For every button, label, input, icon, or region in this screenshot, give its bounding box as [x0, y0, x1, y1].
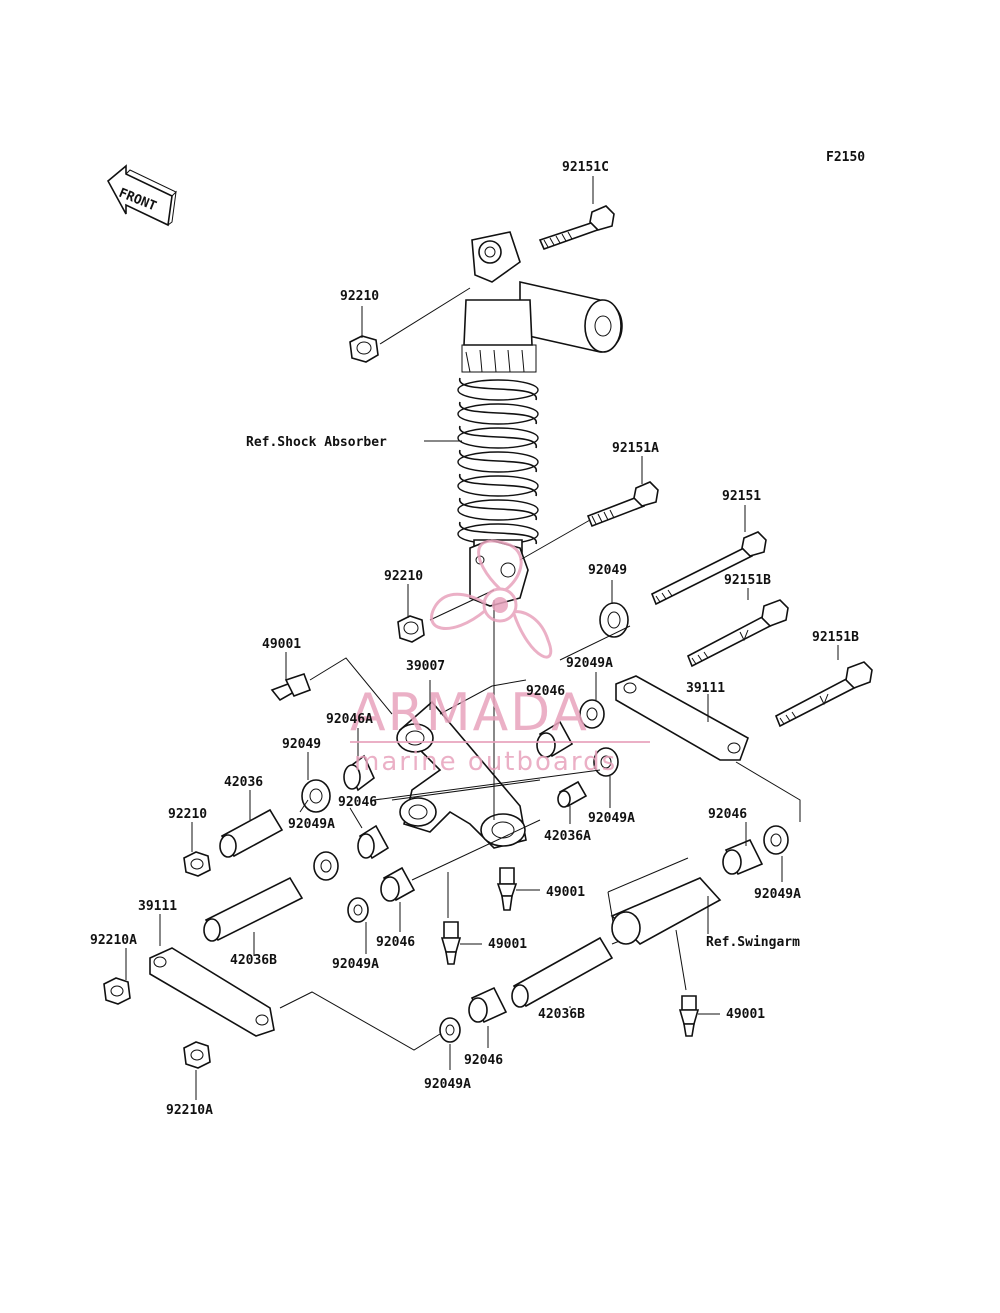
- sleeve-42036b-left: [203, 876, 304, 942]
- figure-code: F2150: [826, 150, 865, 165]
- washer-92049-right: [599, 602, 629, 638]
- washer-92049a-b: [347, 897, 369, 923]
- washer-92049a-right-mid: [593, 747, 619, 777]
- bearing-92046-a: [380, 866, 416, 902]
- ref-shock-absorber-label: Ref.Shock Absorber: [246, 435, 387, 450]
- washer-92049a-far-right: [763, 825, 789, 855]
- part-label: 92046: [708, 807, 747, 822]
- part-label: 92210A: [166, 1103, 213, 1118]
- nut-92210-left: [183, 851, 211, 877]
- nut-92210-mid: [397, 615, 425, 643]
- bearing-92046-mid: [357, 824, 390, 860]
- part-label: 92210: [384, 569, 423, 584]
- part-number-labels: 92151C 92210 92151A 92151 92210 92049 92…: [90, 160, 859, 1118]
- sleeve-42036: [219, 808, 284, 858]
- washer-92049a-bottom: [439, 1017, 461, 1043]
- spring-coil-ring: [457, 451, 539, 473]
- bearing-92046-far-right: [722, 838, 764, 876]
- grease-nipple-49001-c: [440, 921, 462, 965]
- spring-coil: [459, 473, 537, 497]
- part-label: 92151A: [612, 441, 659, 456]
- part-label: 92151: [722, 489, 761, 504]
- spring-coil: [459, 521, 537, 545]
- leader-lines: [125, 176, 839, 1100]
- part-label: 39007: [406, 659, 445, 674]
- sleeve-42036a: [557, 780, 588, 808]
- spring-coil: [459, 497, 537, 521]
- part-label: 49001: [488, 937, 527, 952]
- part-label: 92151B: [724, 573, 771, 588]
- front-arrow-icon: FRONT: [106, 164, 177, 227]
- part-label: 92049A: [288, 817, 335, 832]
- grease-nipple-49001-a: [270, 672, 312, 702]
- bolt-92151b-upper: [686, 599, 789, 668]
- part-label: 49001: [262, 637, 301, 652]
- swingarm: [607, 857, 722, 945]
- part-label: 92049A: [424, 1077, 471, 1092]
- spring-coil: [459, 425, 537, 449]
- spring-coil: [459, 377, 537, 401]
- bearing-92046-bottom: [468, 986, 508, 1024]
- part-label: 49001: [546, 885, 585, 900]
- grease-nipple-49001-b: [496, 867, 518, 911]
- part-label: 92049A: [754, 887, 801, 902]
- part-label: 92046: [526, 684, 565, 699]
- spring-coil-ring: [457, 403, 539, 425]
- part-label: 92046: [464, 1053, 503, 1068]
- propeller-blade-icon: [477, 539, 523, 592]
- part-label: 92046A: [326, 712, 373, 727]
- part-label: 42036B: [230, 953, 277, 968]
- part-label: 42036B: [538, 1007, 585, 1022]
- part-label: 92049A: [332, 957, 379, 972]
- washer-92049a-right-top: [579, 699, 605, 729]
- tie-rod-39111-right: [615, 675, 749, 761]
- part-label: 92046: [338, 795, 377, 810]
- nut-92210a-lower: [183, 1041, 211, 1069]
- spring-coil-ring: [457, 475, 539, 497]
- part-label: 92151B: [812, 630, 859, 645]
- part-label: 92049A: [566, 656, 613, 671]
- part-label: 39111: [138, 899, 177, 914]
- bearing-92046-right-top: [536, 720, 574, 758]
- ref-swingarm-label: Ref.Swingarm: [706, 935, 800, 950]
- spring-coil-ring: [457, 427, 539, 449]
- tie-rod-39111-left: [149, 947, 275, 1037]
- part-label: 92049: [282, 737, 321, 752]
- part-label: 39111: [686, 681, 725, 696]
- spring-coil: [459, 401, 537, 425]
- part-label: 92049A: [588, 811, 635, 826]
- part-label: 42036A: [544, 829, 591, 844]
- washer-92049a-mid: [313, 851, 339, 881]
- watermark-logo: ARMADA marine outboards: [350, 539, 650, 777]
- watermark-brand: ARMADA: [350, 683, 589, 743]
- part-label: 92049: [588, 563, 627, 578]
- part-label: 92210A: [90, 933, 137, 948]
- bolt-92151c: [538, 205, 615, 251]
- spring-coil-ring: [457, 379, 539, 401]
- spring-coil: [459, 449, 537, 473]
- spring-coil-ring: [457, 499, 539, 521]
- sleeve-42036b-right: [511, 936, 614, 1008]
- nut-92210a-upper: [103, 977, 131, 1005]
- washer-92049-left: [301, 779, 331, 813]
- part-label: 92210: [340, 289, 379, 304]
- bolt-92151b-lower: [774, 661, 873, 728]
- watermark-tagline: marine outboards: [354, 747, 617, 777]
- bolt-92151a: [586, 481, 659, 528]
- part-label: 92046: [376, 935, 415, 950]
- grease-nipple-49001-d: [678, 995, 700, 1037]
- part-label: 49001: [726, 1007, 765, 1022]
- nut-92210-top: [349, 335, 379, 363]
- bolt-92151: [650, 531, 767, 606]
- part-label: 42036: [224, 775, 263, 790]
- part-label: 92151C: [562, 160, 609, 175]
- part-label: 92210: [168, 807, 207, 822]
- bearing-92046a: [343, 754, 375, 792]
- shock-absorber: [457, 231, 623, 607]
